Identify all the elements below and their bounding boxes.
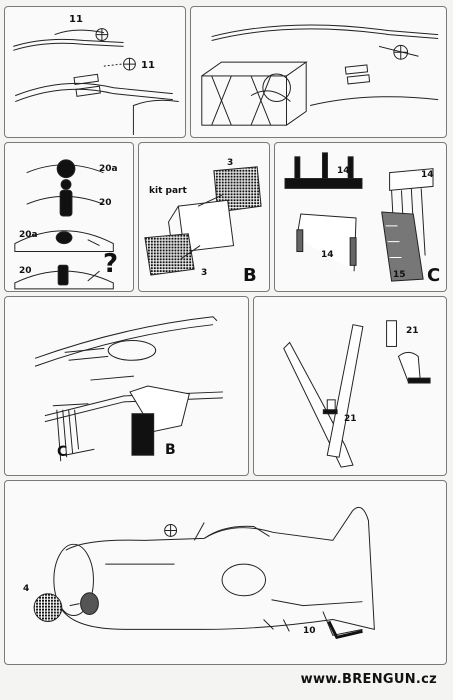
fuselage-assembly-drawing [34, 316, 223, 462]
step-letter: C [57, 444, 68, 460]
brengun-website-url: www.BRENGUN.cz [300, 672, 437, 687]
step-letter: B [165, 442, 176, 458]
cockpit-frame-drawing [201, 24, 439, 126]
part-number-label: 3 [227, 158, 234, 168]
kit-part-label: kit part [149, 186, 187, 196]
part-number-label: 10 [303, 626, 316, 636]
question-mark: ? [103, 249, 119, 279]
part-number-label: 20 [19, 266, 32, 276]
part-number-label: 11 [141, 60, 155, 71]
instruction-panel-step-4: 3 kit part 3 B [138, 142, 270, 292]
instruction-panel-step-6: C B [4, 296, 249, 476]
wing-parts-drawing [283, 320, 431, 468]
step-letter: C [427, 265, 441, 286]
part-number-label: 20a [99, 164, 118, 174]
part-number-label: 21 [406, 326, 419, 336]
instrument-panel-drawing [14, 159, 114, 290]
part-number-label: 14 [337, 166, 350, 176]
instruction-panel-step-3: 20a 20 20a 20 ? [4, 142, 134, 292]
part-number-label: 15 [393, 270, 406, 280]
part-number-label: 3 [201, 268, 208, 278]
step-letter: B [243, 265, 257, 286]
part-number-label: 20 [99, 198, 112, 208]
aircraft-side-view-drawing [33, 506, 375, 640]
instruction-panel-step-8: 4 10 [4, 480, 447, 665]
part-number-label: 4 [23, 584, 30, 594]
part-number-label: 14 [321, 250, 334, 260]
radiator-grille-drawing [144, 166, 262, 276]
instruction-panel-step-2 [190, 6, 447, 138]
part-number-label: 11 [69, 14, 83, 25]
part-number-label: 21 [344, 414, 357, 424]
cooling-flaps-drawing [284, 152, 434, 282]
instruction-panel-step-1: 11 11 [4, 6, 186, 138]
cockpit-sill-drawing [13, 28, 179, 136]
instruction-panel-step-5: 14 14 14 15 C [274, 142, 447, 292]
instruction-panel-step-7: 21 21 [253, 296, 447, 476]
part-number-label: 20a [19, 230, 38, 240]
part-number-label: 14 [421, 170, 434, 180]
